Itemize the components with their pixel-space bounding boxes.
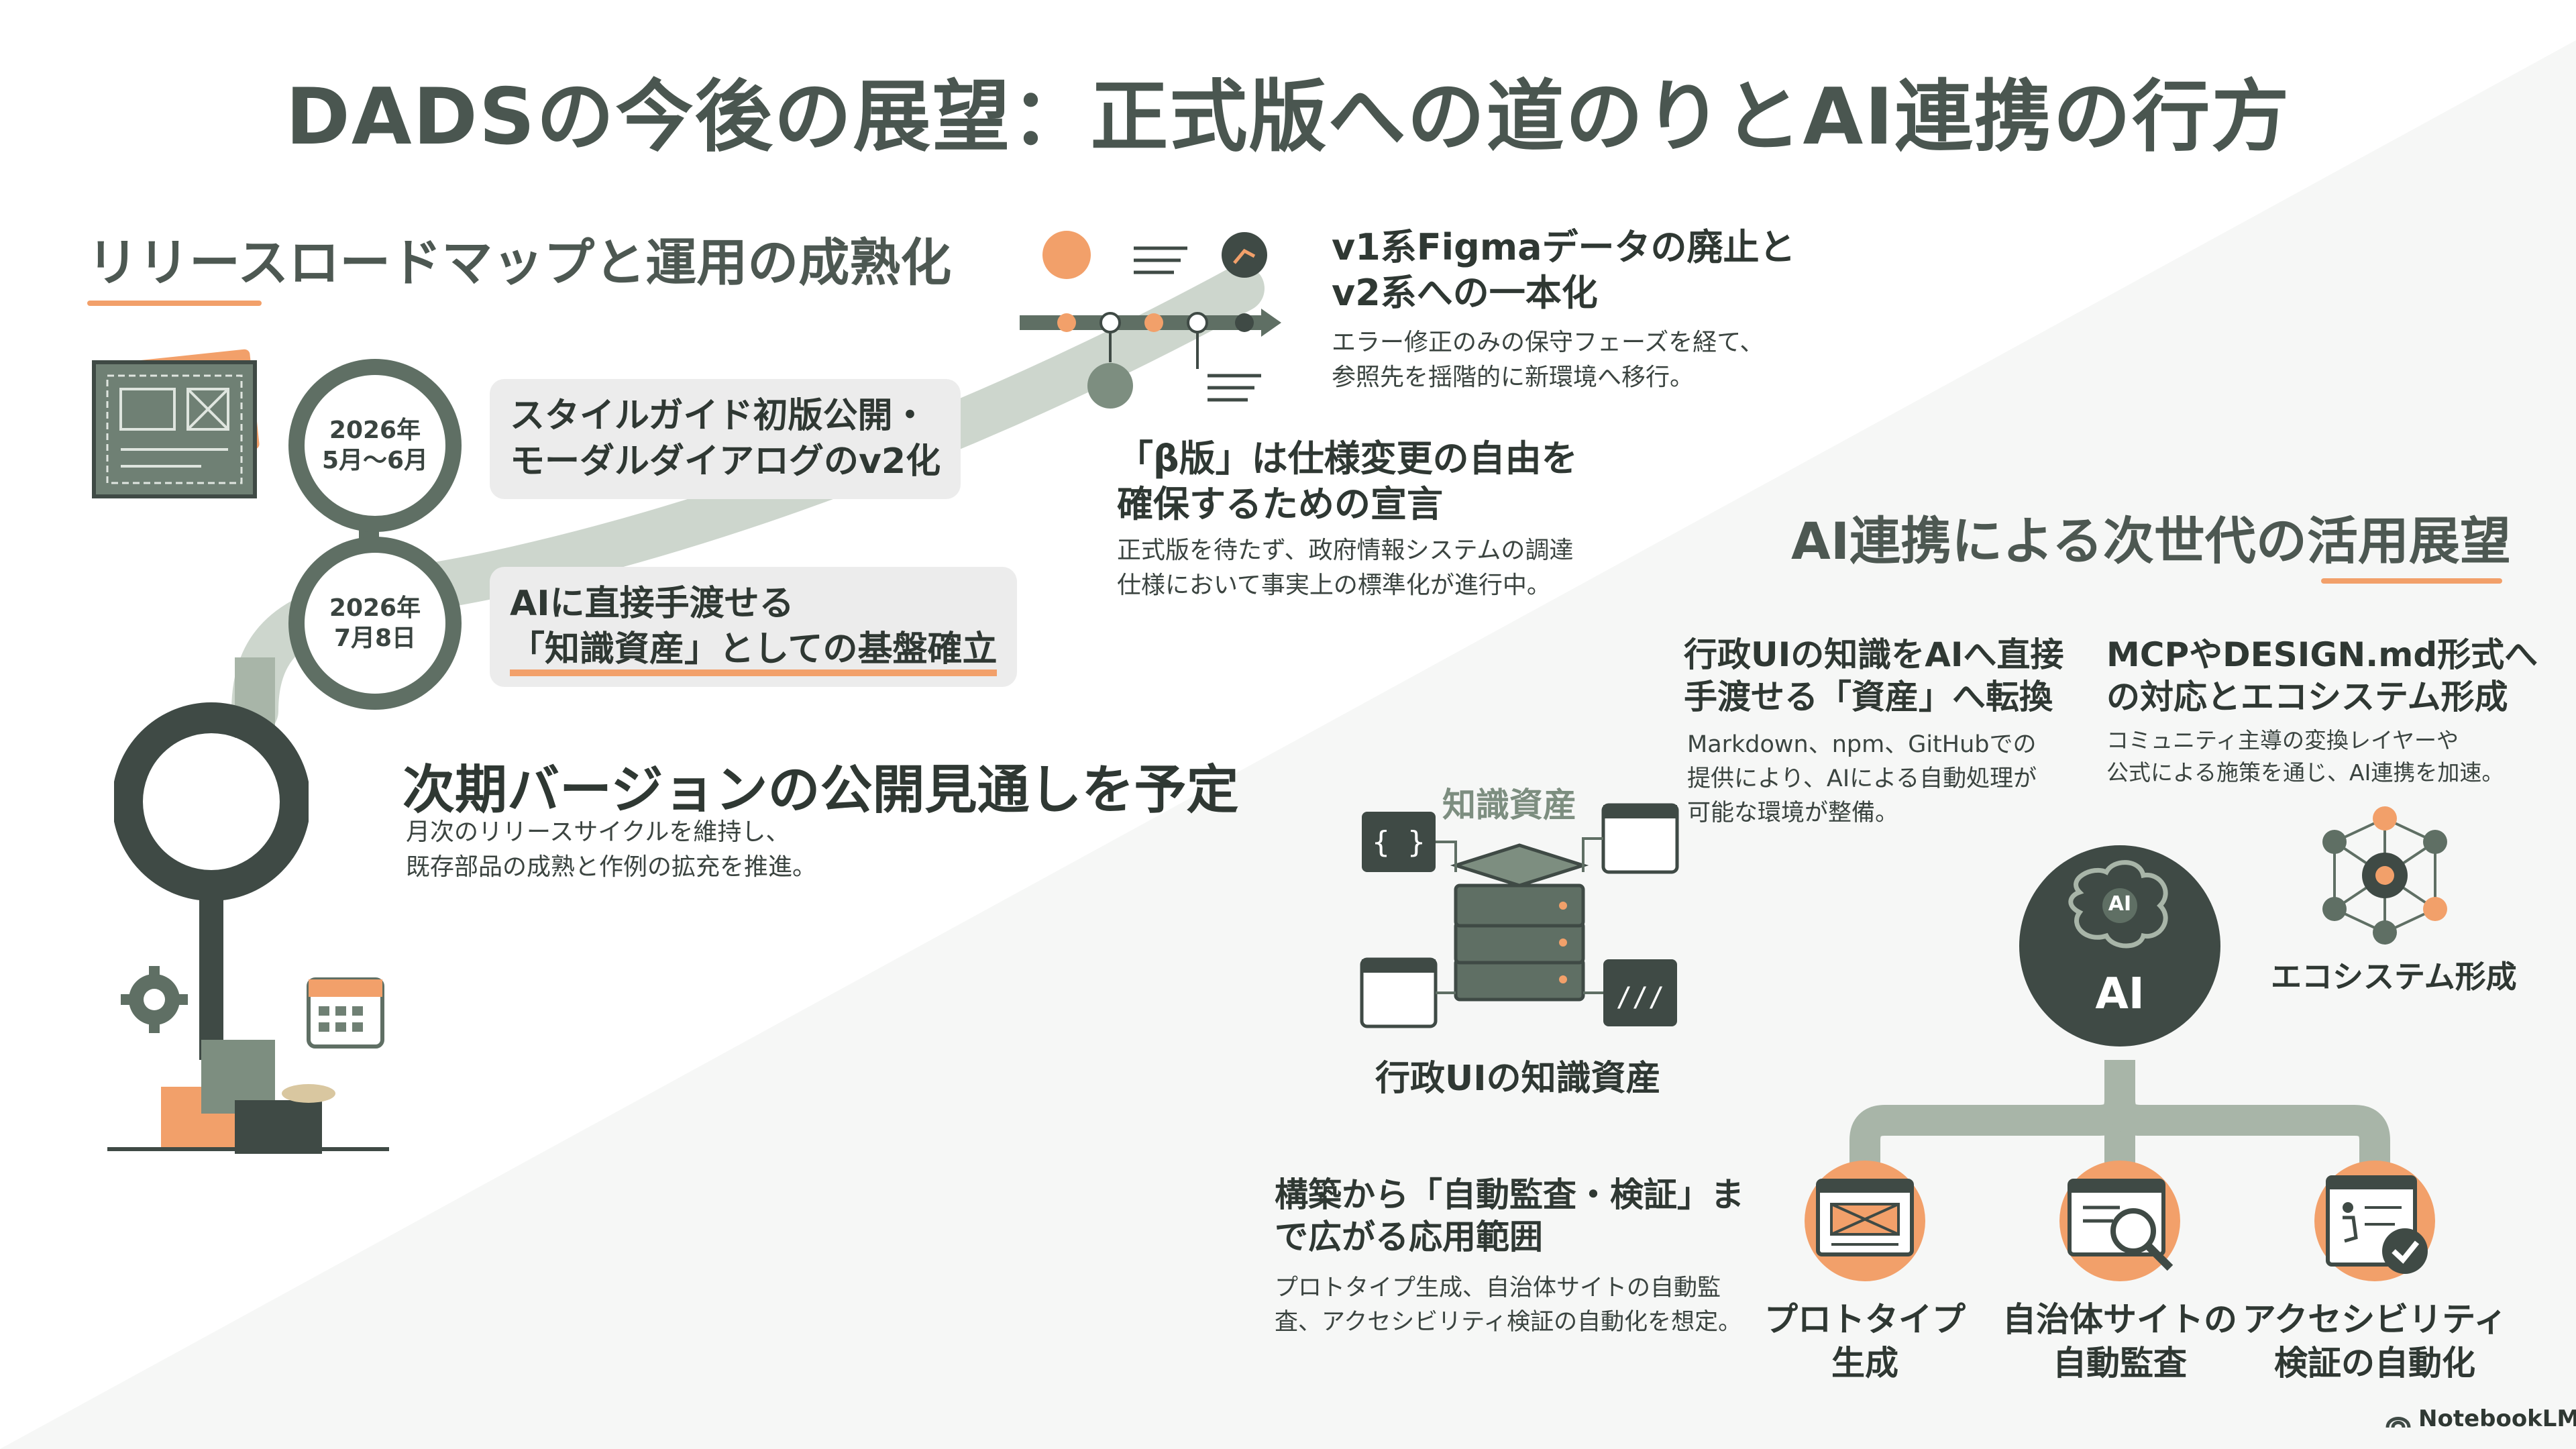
building-blocks-icon (107, 966, 389, 1154)
beta-heading: 「β版」は仕様変更の自由を 確保するための宣言 (1117, 436, 1578, 527)
application-body-line2: 査、アクセシビリティ検証の自動化を想定。 (1275, 1308, 1742, 1336)
accessibility-check-icon (2314, 1161, 2435, 1281)
milestone-callout-2-line2: 「知識資産」としての基盤確立 (510, 627, 998, 676)
knowledge-heading-line1: 行政UIの知識をAIへ直接 (1684, 635, 2064, 674)
mcp-body-line1: コミュニティ主導の変換レイヤーや (2106, 727, 2459, 753)
knowledge-body-line2: 提供により、AIによる自動処理が (1687, 765, 2037, 792)
site-audit-icon (2059, 1161, 2180, 1281)
ai-hub-tree (1849, 845, 2390, 1181)
use-label-prototype: プロトタイプ 生成 (1764, 1300, 1966, 1383)
mcp-heading-line2: の対応とエコシステム形成 (2106, 677, 2508, 716)
v1-v2-body-line1: エラー修正のみの保守フェーズを経て、 (1332, 329, 1764, 356)
v1-v2-heading-line1: v1系Figmaデータの廃止と (1332, 226, 1796, 268)
gear-icon (121, 966, 188, 1033)
milestone-callout-2: AIに直接手渡せる 「知識資産」としての基盤確立 (490, 567, 1018, 688)
roadmap-accent-line (87, 301, 262, 306)
notebooklm-logo-icon (2385, 1417, 2411, 1428)
application-body: プロトタイプ生成、自治体サイトの自動監 査、アクセシビリティ検証の自動化を想定。 (1275, 1271, 1741, 1340)
next-version-body: 月次のリリースサイクルを維持し、 既存部品の成熟と作例の拡充を推進。 (406, 815, 816, 885)
notebooklm-brand: NotebookLM (2385, 1405, 2576, 1432)
knowledge-heading-line2: 手渡せる「資産」へ転換 (1684, 677, 2053, 716)
blueprint-icon (92, 349, 260, 498)
brand-name: NotebookLM (2418, 1405, 2576, 1432)
knowledge-body-line1: Markdown、npm、GitHubでの (1687, 731, 2037, 758)
v1-v2-heading: v1系Figmaデータの廃止と v2系への一本化 (1332, 225, 1796, 315)
next-version-ring-icon (114, 702, 309, 1060)
beta-heading-line1: 「β版」は仕様変更の自由を (1117, 437, 1578, 480)
svg-text:///: /// (1616, 982, 1664, 1013)
beta-heading-line2: 確保するための宣言 (1117, 482, 1443, 525)
milestone-callout-1-line2: モーダルダイアログのv2化 (510, 441, 941, 482)
milestone-callout-1: スタイルガイド初版公開・ モーダルダイアログのv2化 (490, 379, 961, 500)
application-body-line1: プロトタイプ生成、自治体サイトの自動監 (1275, 1275, 1721, 1301)
prototype-icon (1805, 1161, 1925, 1281)
milestone-callout-2-highlight: 「知識資産」としての基盤確立 (510, 629, 998, 676)
mcp-body: コミュニティ主導の変換レイヤーや 公式による施策を通じ、AI連携を加速。 (2106, 724, 2504, 789)
ecosystem-label: エコシステム形成 (2271, 959, 2517, 995)
beta-body-line1: 正式版を待たず、政府情報システムの調達 (1117, 537, 1574, 564)
milestone-callout-2-line1: AIに直接手渡せる (510, 584, 794, 624)
next-version-body-line1: 月次のリリースサイクルを維持し、 (406, 818, 790, 846)
mcp-heading: MCPやDESIGN.md形式へ の対応とエコシステム形成 (2106, 634, 2538, 718)
ecosystem-network-icon (2322, 806, 2447, 945)
ai-section-title: AI連携による次世代の活用展望 (1791, 511, 2511, 571)
knowledge-server-icon: { } /// (1360, 803, 1679, 1028)
mcp-body-line2: 公式による施策を通じ、AI連携を加速。 (2106, 759, 2504, 786)
knowledge-body-line3: 可能な環境が整備。 (1687, 799, 1899, 826)
milestone-date-2: 2026年 7月8日 (288, 537, 462, 710)
use-label-accessibility: アクセシビリティ 検証の自動化 (2242, 1300, 2508, 1383)
knowledge-caption: 行政UIの知識資産 (1375, 1059, 1661, 1099)
knowledge-icon-label: 知識資産 (1442, 786, 1576, 824)
beta-body: 正式版を待たず、政府情報システムの調達 仕様において事実上の標準化が進行中。 (1117, 533, 1573, 603)
application-heading: 構築から「自動監査・検証」ま で広がる応用範囲 (1275, 1174, 1744, 1258)
knowledge-body: Markdown、npm、GitHubでの 提供により、AIによる自動処理が 可… (1687, 728, 2037, 830)
version-timeline-icon (1020, 231, 1281, 409)
beta-body-line2: 仕様において事実上の標準化が進行中。 (1117, 572, 1551, 600)
application-heading-line2: で広がる応用範囲 (1275, 1217, 1543, 1256)
milestone-date-1: 2026年 5月〜6月 (288, 359, 462, 532)
v1-v2-body-line2: 参照先を揺階的に新環境へ移行。 (1332, 364, 1695, 392)
ai-accent-line (2321, 578, 2502, 584)
v1-v2-heading-line2: v2系への一本化 (1332, 271, 1598, 314)
v1-v2-body: エラー修正のみの保守フェーズを経て、 参照先を揺階的に新環境へ移行。 (1332, 325, 1764, 395)
knowledge-heading: 行政UIの知識をAIへ直接 手渡せる「資産」へ転換 (1684, 634, 2064, 718)
next-version-heading: 次期バージョンの公開見通しを予定 (402, 760, 1239, 820)
ai-brain-label: AI (2108, 892, 2132, 916)
ai-hub-label: AI (2095, 969, 2145, 1019)
mcp-heading-line1: MCPやDESIGN.md形式へ (2106, 635, 2538, 674)
page-title: DADSの今後の展望：正式版への道のりとAI連携の行方 (285, 72, 2291, 162)
milestone-callout-1-line1: スタイルガイド初版公開・ (510, 396, 928, 436)
next-version-body-line2: 既存部品の成熟と作例の拡充を推進。 (406, 853, 817, 881)
roadmap-section-title: リリースロードマップと運用の成熟化 (87, 233, 952, 292)
svg-text:{ }: { } (1372, 825, 1425, 859)
application-heading-line1: 構築から「自動監査・検証」ま (1275, 1175, 1744, 1214)
use-label-site-audit: 自治体サイトの 自動監査 (2002, 1300, 2237, 1383)
